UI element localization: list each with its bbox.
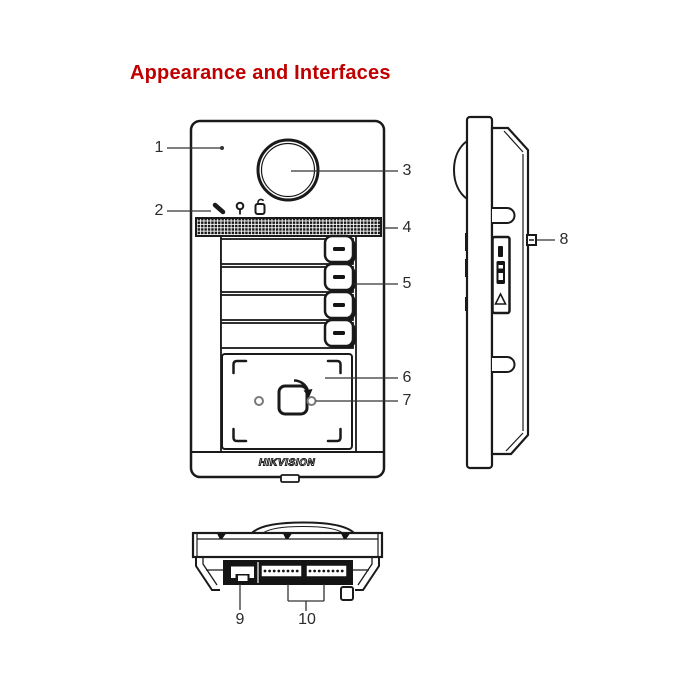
indicator-icons (212, 198, 266, 215)
cable-notch (280, 474, 300, 483)
camera-dome-profile (452, 140, 468, 200)
unlock-indicator-icon (254, 198, 266, 215)
terminal-block-1 (260, 564, 303, 578)
side-front-slab (465, 115, 494, 470)
side-port-cover (491, 235, 511, 315)
callout-dot-1 (220, 146, 224, 150)
call-button (323, 318, 356, 349)
memory-card-slot-icon (496, 261, 505, 284)
hikvision-logo: HIKVISION (257, 457, 317, 469)
call-button (323, 262, 356, 293)
callout-label-4: 4 (402, 219, 412, 236)
terminal-block-2 (305, 564, 348, 578)
callout-label-3: 3 (402, 162, 412, 179)
band-ticks (217, 533, 350, 539)
bottom-foot (340, 586, 354, 601)
handset-indicator-icon (212, 202, 226, 215)
camera-lens (256, 138, 320, 202)
call-button (323, 234, 356, 265)
page-title: Appearance and Interfaces (130, 62, 391, 84)
debug-triangle-icon (494, 292, 507, 305)
corner-brackets (232, 359, 342, 443)
mounting-clip-upper (492, 207, 516, 224)
rear-slab-top-chamfer (503, 130, 524, 153)
callout-label-6: 6 (402, 369, 412, 386)
callout-lines (167, 146, 555, 611)
mounting-clip-lower (492, 356, 516, 373)
side-view (452, 115, 537, 470)
network-port (231, 566, 254, 581)
bottom-camera-dome-inner (262, 525, 344, 534)
card-slot-icon (498, 246, 503, 257)
callout-label-8: 8 (559, 231, 569, 248)
bottom-view (191, 521, 384, 601)
microphone-indicator-icon (235, 201, 245, 215)
call-buttons (323, 234, 356, 349)
front-view (189, 119, 386, 483)
callout-label-7: 7 (402, 392, 412, 409)
side-wings (195, 557, 380, 591)
screw-hole-left (254, 396, 264, 406)
bottom-camera-dome (251, 521, 355, 534)
tamper-screw (526, 234, 537, 246)
callout-line-10 (287, 584, 325, 611)
camera-lens-inner-ring (260, 142, 316, 198)
speaker-grille (195, 217, 382, 237)
callout-label-10: 10 (298, 611, 316, 628)
call-button (323, 290, 356, 321)
callout-label-5: 5 (402, 275, 412, 292)
callout-label-1: 1 (154, 139, 164, 156)
callout-label-2: 2 (154, 202, 164, 219)
callout-label-9: 9 (235, 611, 245, 628)
rear-slab-bottom-chamfer (505, 432, 524, 452)
card-reading-area (221, 353, 353, 450)
connector-bar (223, 560, 353, 585)
